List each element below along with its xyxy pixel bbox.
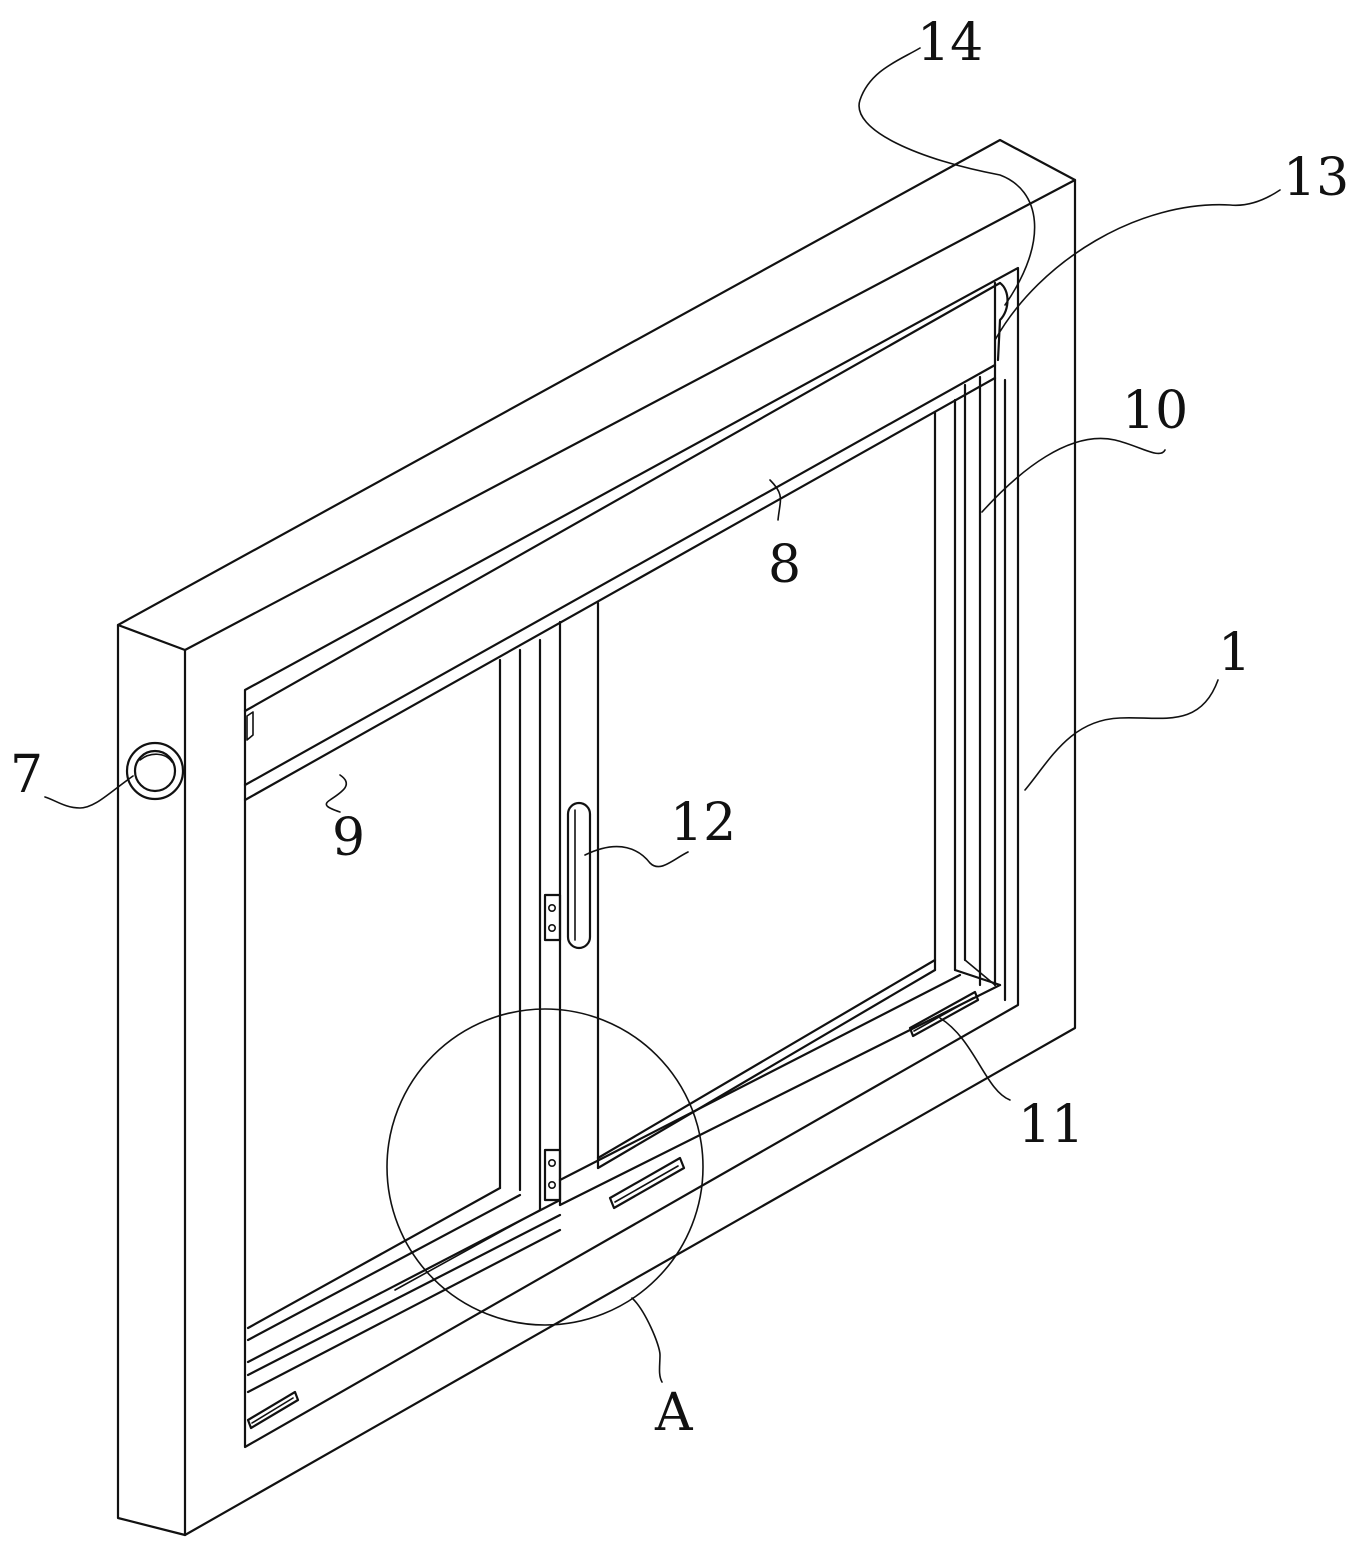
vent-slot-left: [246, 1390, 300, 1430]
right-sash: [558, 398, 1002, 1207]
outer-frame: [116, 138, 1077, 1537]
left-sash: [246, 638, 542, 1342]
reference-labels: 1 7 8 9 10 11 12 13 14 A: [10, 13, 1349, 1443]
knob: [125, 741, 185, 801]
bottom-rails: [246, 1198, 562, 1394]
label-9: 9: [332, 808, 365, 868]
handle: [566, 801, 592, 950]
label-7: 7: [10, 745, 43, 805]
side-track: [963, 375, 1007, 1002]
label-8: 8: [768, 535, 801, 595]
roller-box: [243, 281, 1009, 802]
label-1: 1: [1218, 623, 1251, 683]
leader-lines: [44, 47, 1281, 1383]
latch-lower: [543, 1148, 562, 1202]
detail-circle-a: [386, 1008, 704, 1326]
label-11: 11: [1018, 1095, 1084, 1155]
label-10: 10: [1122, 381, 1188, 441]
label-14: 14: [917, 13, 983, 73]
vent-slot-right: [908, 990, 980, 1038]
label-12: 12: [670, 793, 736, 853]
vent-slot-middle: [608, 1156, 686, 1210]
label-a: A: [654, 1383, 694, 1443]
label-13: 13: [1283, 148, 1349, 208]
latch-upper: [543, 893, 562, 942]
